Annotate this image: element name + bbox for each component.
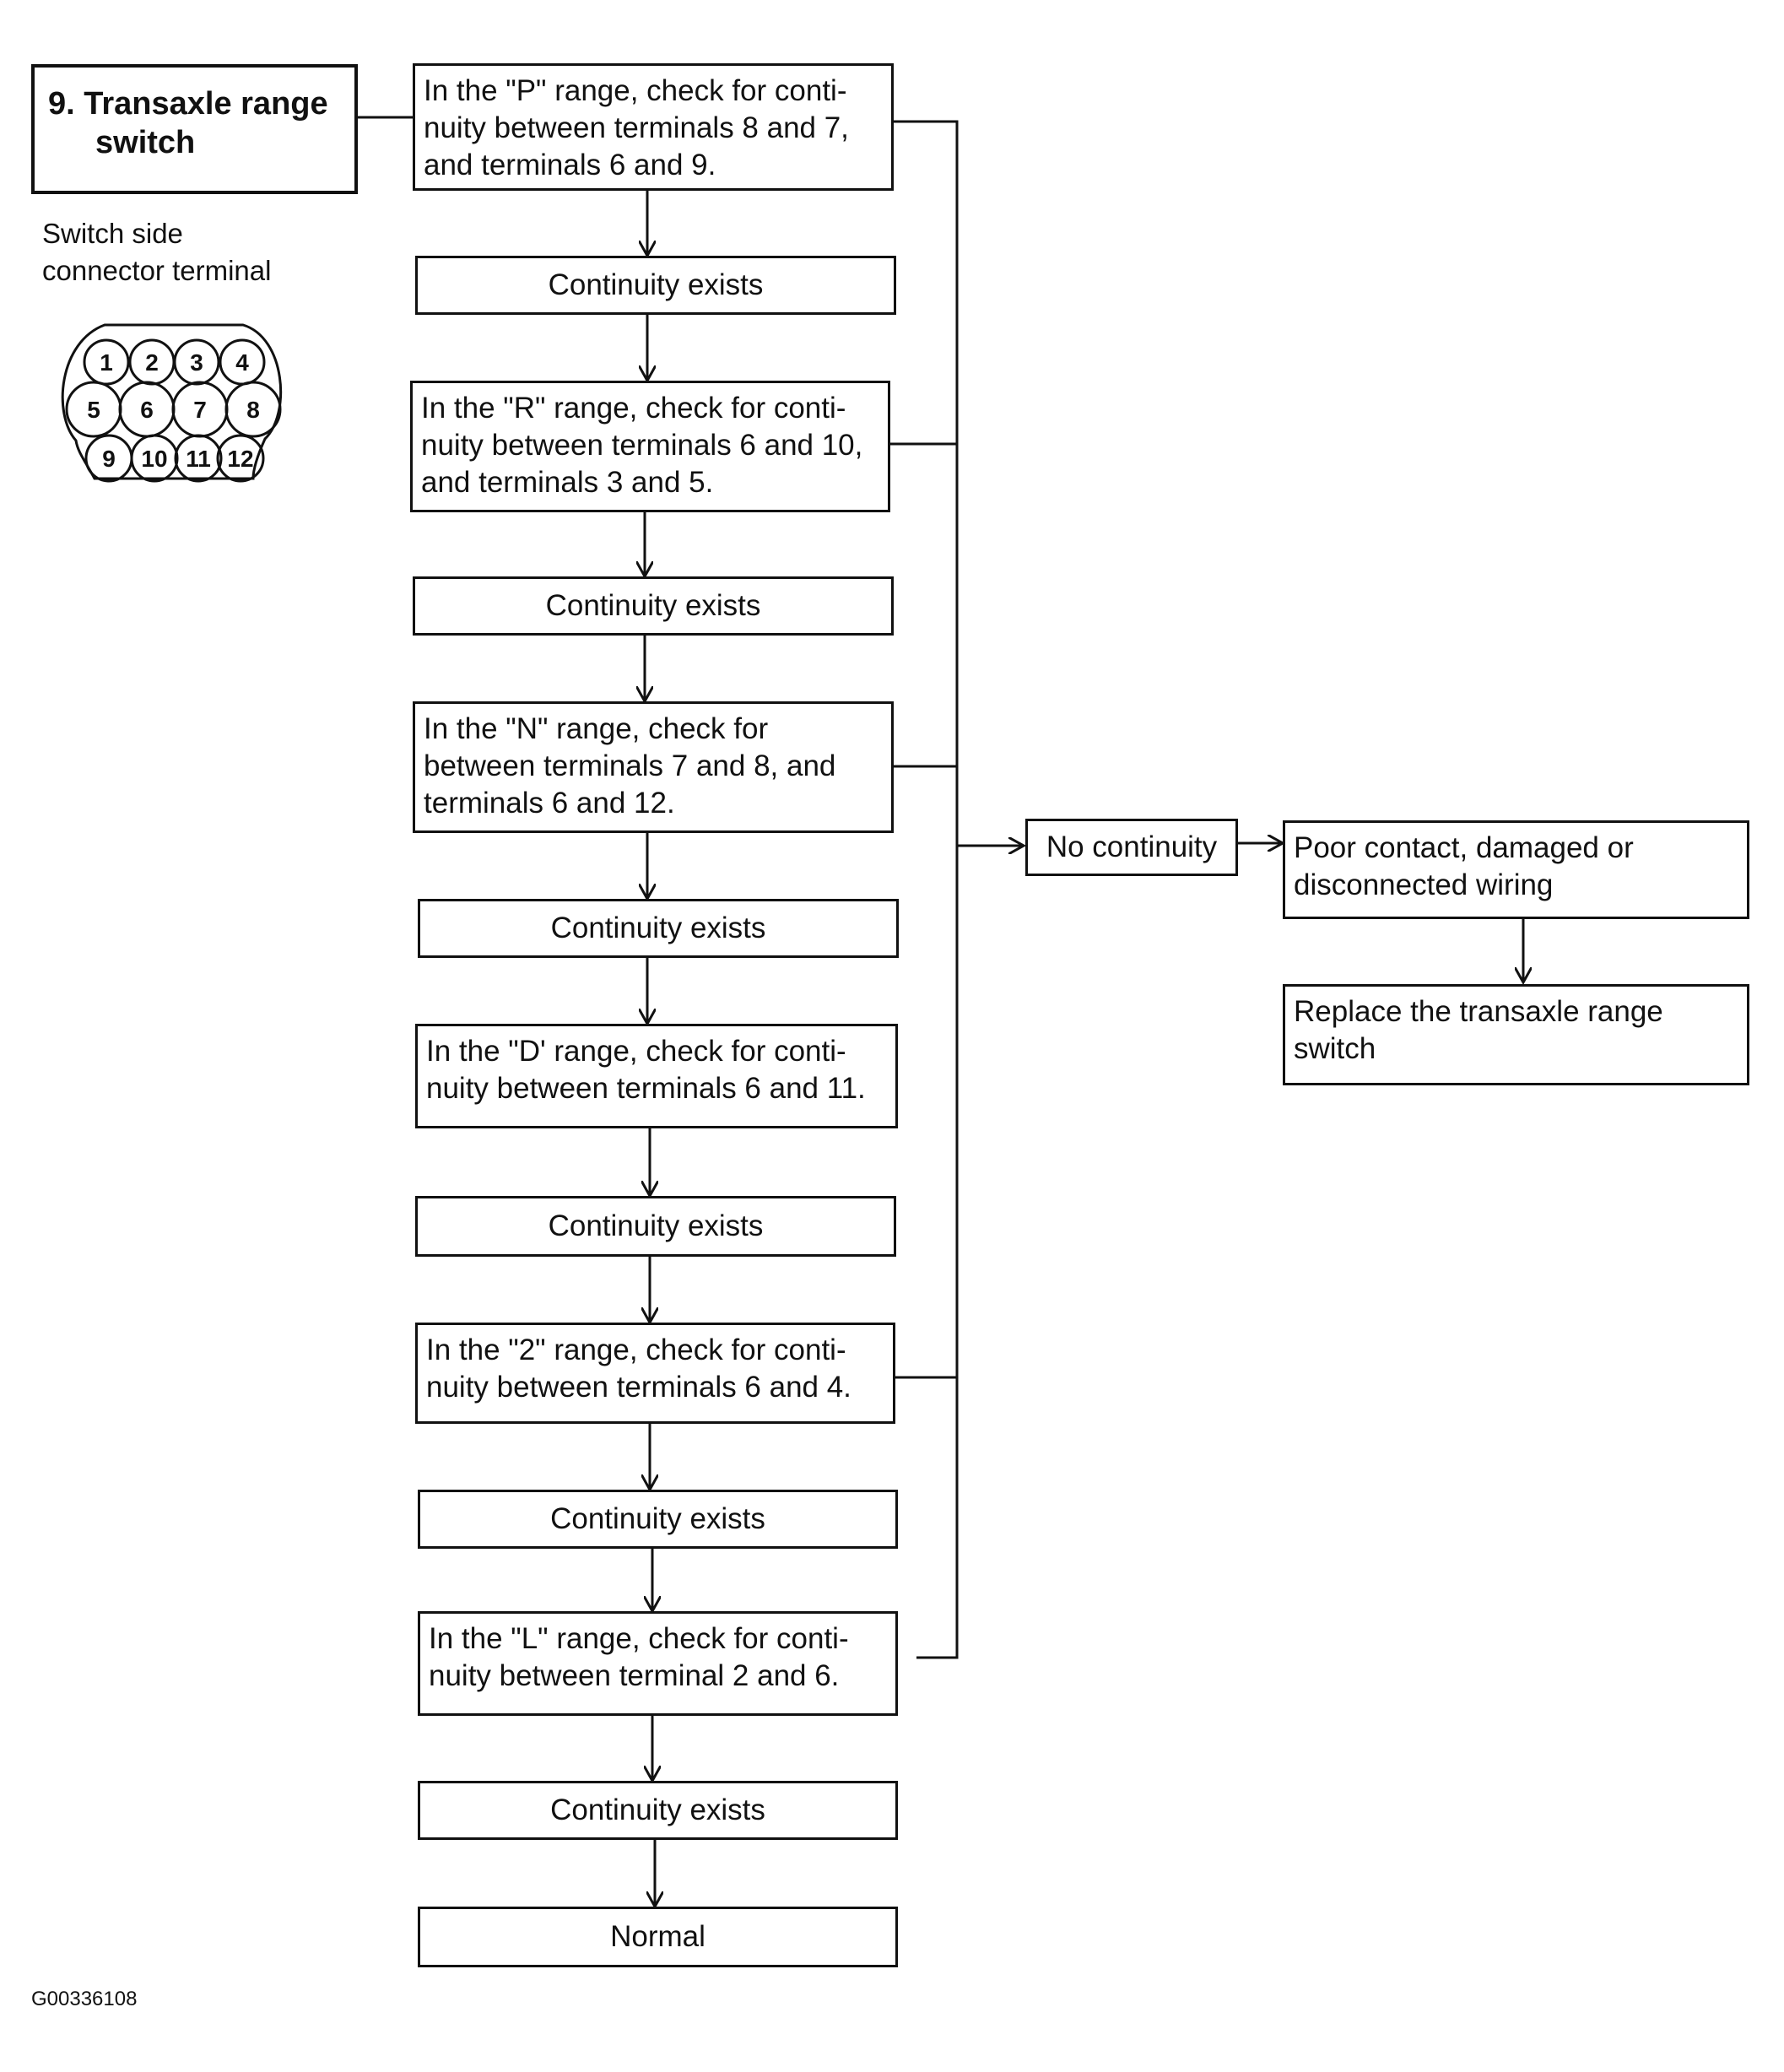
fault-line: disconnected wiring	[1294, 868, 1554, 901]
terminal-pin-label-8: 8	[246, 397, 260, 423]
continuity-label: Continuity exists	[548, 268, 764, 301]
fault-line: Poor contact, damaged or	[1294, 831, 1634, 864]
terminal-pin-label-1: 1	[100, 349, 113, 376]
step-2-range: In the "2" range, check for conti- nuity…	[415, 1323, 895, 1424]
continuity-exists-4: Continuity exists	[415, 1196, 896, 1257]
step-r-line: and terminals 3 and 5.	[421, 466, 714, 499]
terminal-pin-3	[173, 338, 220, 386]
terminal-pin-label-10: 10	[141, 446, 167, 472]
terminal-pin-label-5: 5	[87, 397, 100, 423]
step-d-range: In the "D' range, check for conti- nuity…	[415, 1024, 898, 1128]
terminal-pin-label-7: 7	[193, 397, 207, 423]
continuity-label: Continuity exists	[545, 589, 761, 622]
continuity-label: Continuity exists	[550, 1793, 765, 1826]
continuity-label: Continuity exists	[550, 912, 766, 944]
step-p-line: and terminals 6 and 9.	[424, 149, 716, 181]
step-r-line: nuity between terminals 6 and 10,	[421, 429, 863, 462]
step-n-line: In the "N" range, check for	[424, 712, 769, 745]
connector-label: Switch side connector terminal	[42, 215, 271, 289]
terminal-pin-1	[83, 338, 130, 386]
terminal-pin-label-6: 6	[140, 397, 154, 423]
terminal-pin-label-2: 2	[145, 349, 159, 376]
step-l-line: nuity between terminal 2 and 6.	[429, 1659, 840, 1692]
continuity-label: Continuity exists	[550, 1502, 765, 1535]
fault-box: Poor contact, damaged or disconnected wi…	[1283, 820, 1749, 919]
terminal-pin-12	[216, 434, 265, 483]
terminal-pin-label-4: 4	[235, 349, 249, 376]
step-l-line: In the "L" range, check for conti-	[429, 1622, 849, 1655]
normal-result: Normal	[418, 1907, 898, 1967]
action-line: Replace the transaxle range	[1294, 995, 1663, 1028]
step-2-line: nuity between terminals 6 and 4.	[426, 1371, 851, 1404]
terminal-pin-label-11: 11	[186, 446, 211, 472]
continuity-exists-1: Continuity exists	[415, 256, 896, 315]
connector-label-line2: connector terminal	[42, 255, 272, 286]
no-continuity-label: No continuity	[1046, 830, 1218, 863]
step-d-line: nuity between terminals 6 and 11.	[426, 1072, 866, 1105]
continuity-exists-3: Continuity exists	[418, 899, 899, 958]
terminal-pin-label-12: 12	[227, 446, 253, 472]
action-line: switch	[1294, 1032, 1376, 1065]
continuity-exists-5: Continuity exists	[418, 1490, 898, 1549]
terminal-pin-label-9: 9	[102, 446, 116, 472]
terminal-pin-label-3: 3	[190, 349, 203, 376]
bus-from-p	[894, 120, 959, 1659]
continuity-exists-6: Continuity exists	[418, 1781, 898, 1840]
section-title-line2: switch	[95, 125, 196, 160]
step-2-line: In the "2" range, check for conti-	[426, 1334, 846, 1366]
terminal-pin-8	[224, 381, 282, 438]
step-l-range: In the "L" range, check for conti- nuity…	[418, 1611, 898, 1716]
connector-label-line1: Switch side	[42, 218, 183, 249]
section-title: 9. Transaxle range switch	[31, 64, 358, 194]
section-title-line1: 9. Transaxle range	[48, 86, 328, 122]
step-r-line: In the "R" range, check for conti-	[421, 392, 846, 425]
step-r-range: In the "R" range, check for conti- nuity…	[410, 381, 890, 512]
action-box: Replace the transaxle range switch	[1283, 984, 1749, 1085]
normal-label: Normal	[610, 1920, 705, 1953]
step-d-line: In the "D' range, check for conti-	[426, 1035, 846, 1068]
step-n-range: In the "N" range, check for between term…	[413, 701, 894, 833]
no-continuity-box: No continuity	[1025, 819, 1238, 876]
step-p-line: nuity between terminals 8 and 7,	[424, 111, 849, 144]
terminal-pin-10	[130, 434, 179, 483]
step-n-line: between terminals 7 and 8, and	[424, 749, 836, 782]
step-p-line: In the "P" range, check for conti-	[424, 74, 847, 107]
step-p-range: In the "P" range, check for conti- nuity…	[413, 63, 894, 191]
step-n-line: terminals 6 and 12.	[424, 787, 675, 820]
figure-code: G00336108	[31, 1988, 138, 2010]
continuity-label: Continuity exists	[548, 1209, 764, 1242]
continuity-exists-2: Continuity exists	[413, 576, 894, 636]
terminal-pin-11	[174, 434, 223, 483]
